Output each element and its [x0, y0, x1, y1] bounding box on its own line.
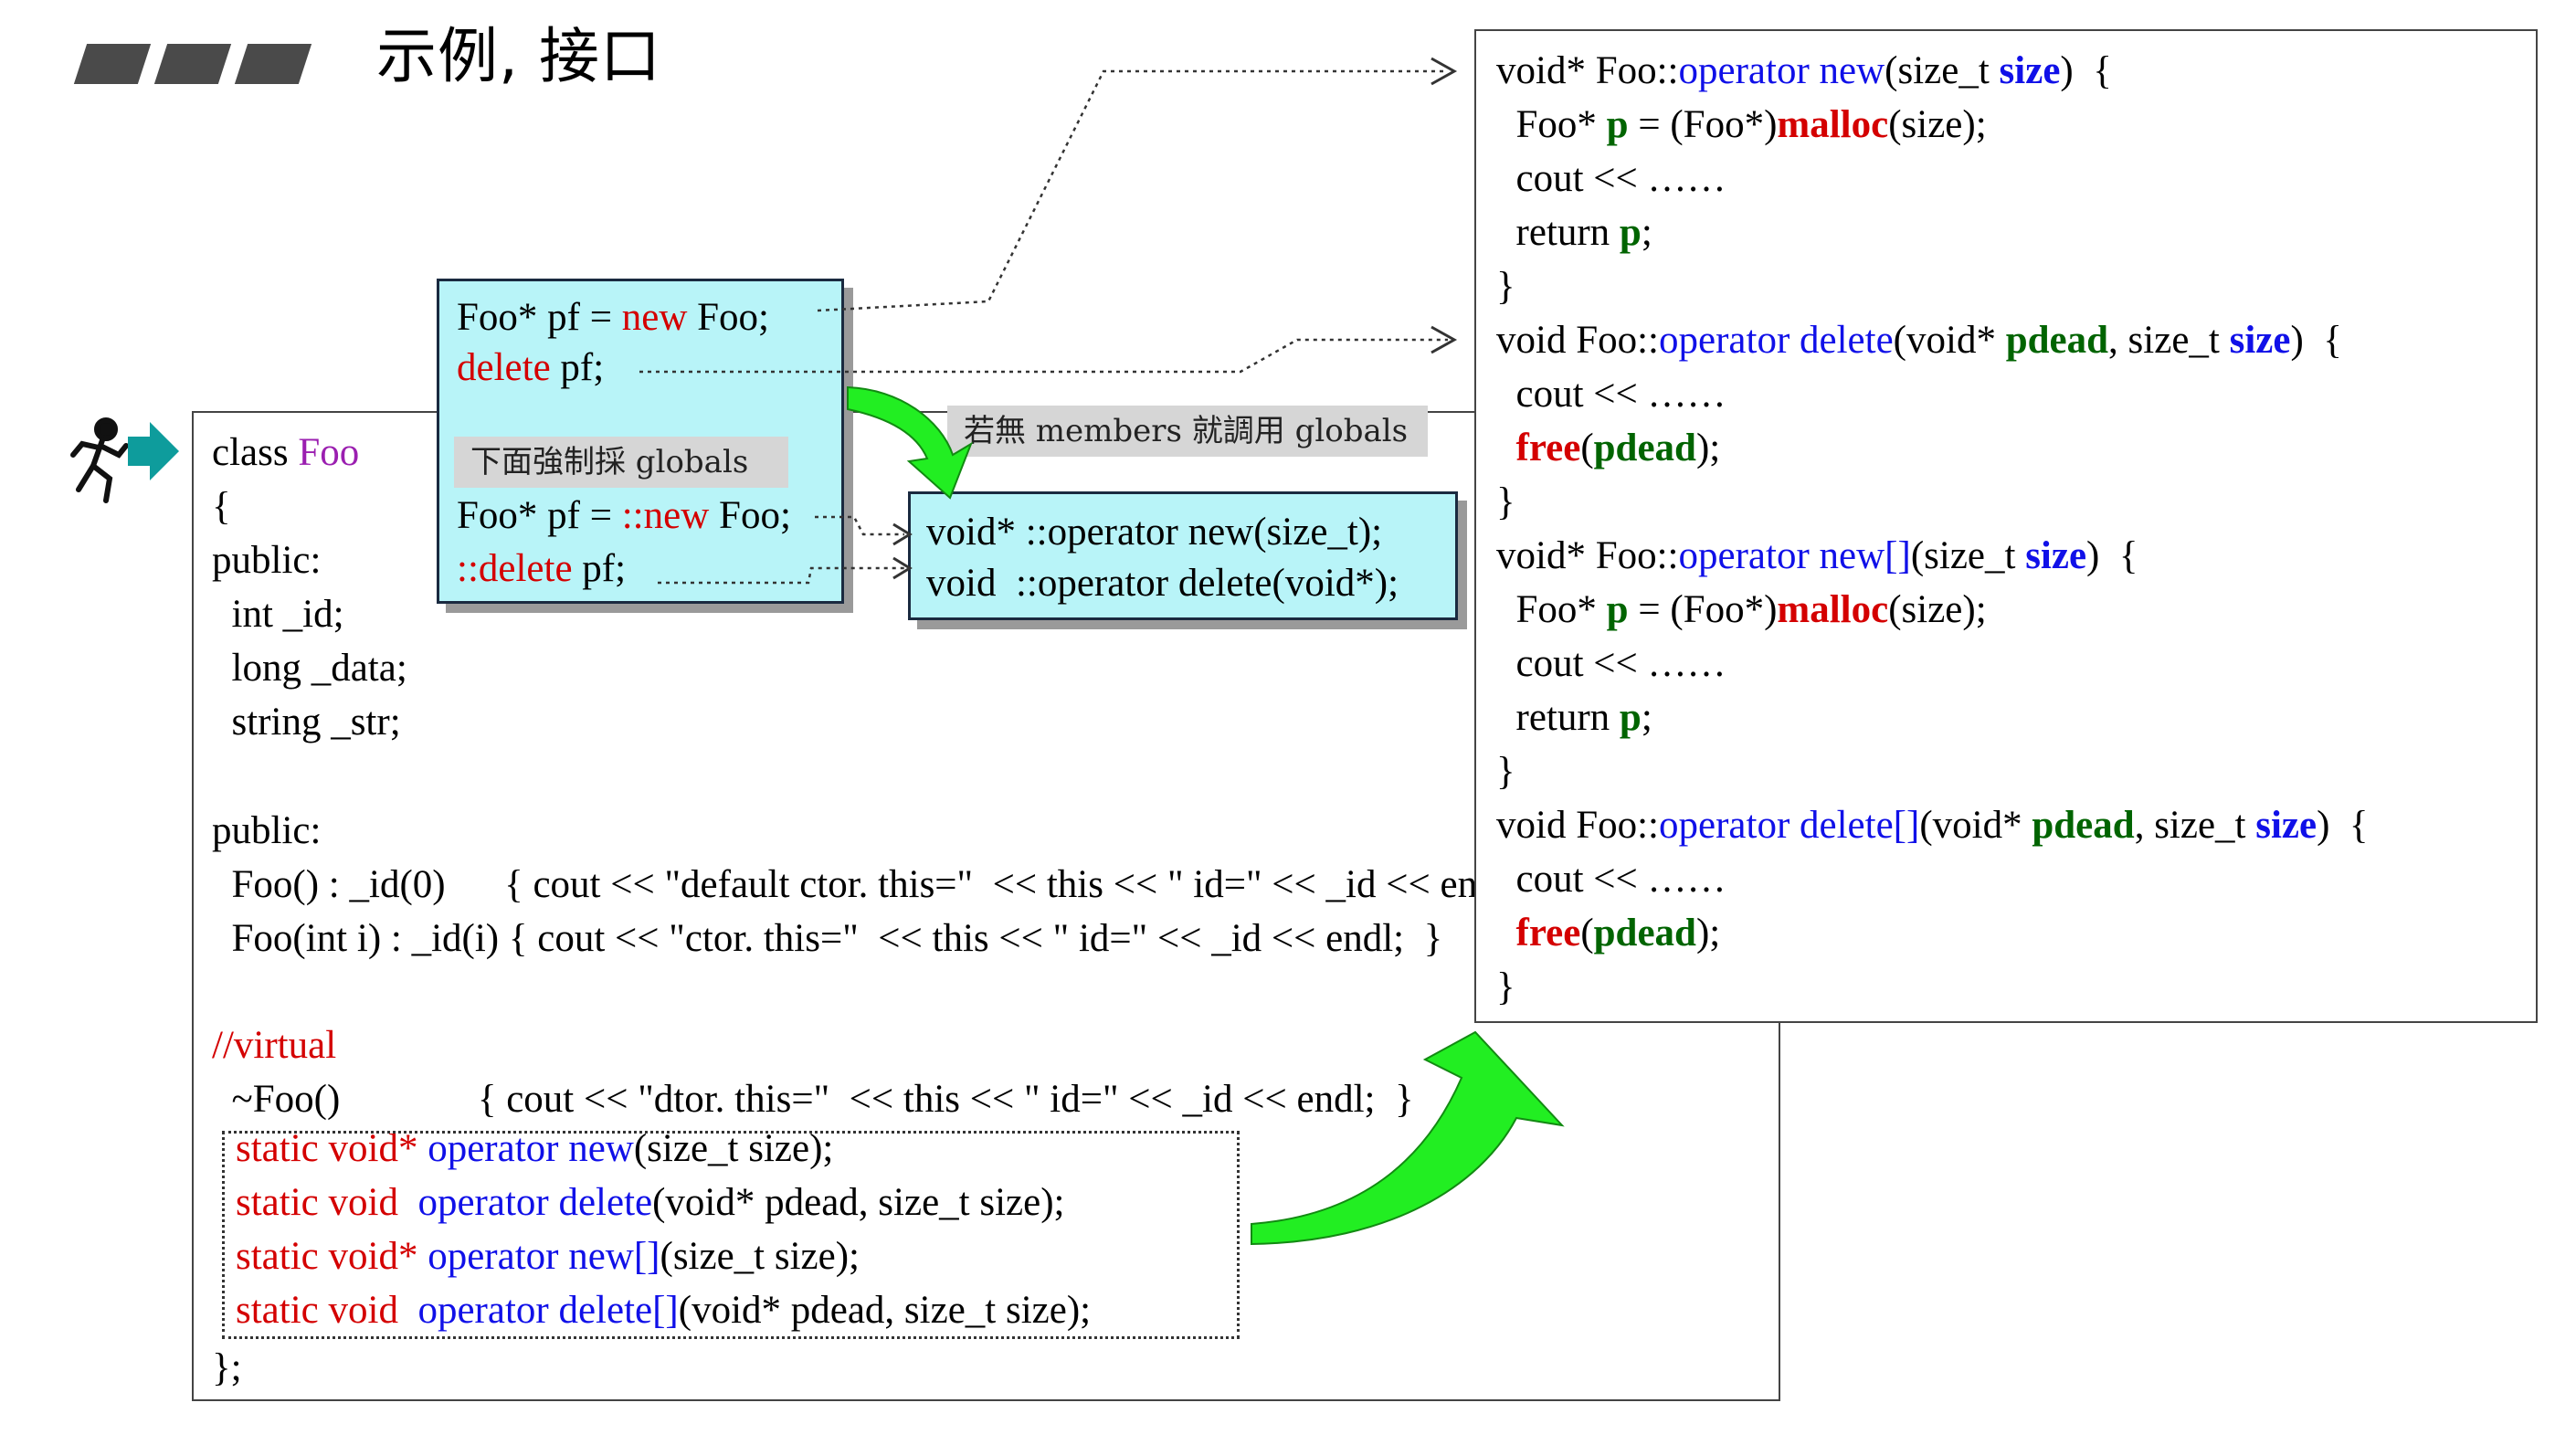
- class-line-dtor: ~Foo() { cout << "dtor. this=" << this <…: [212, 1078, 1414, 1121]
- impl-deletearr-1: void Foo::operator delete[](void* pdead,…: [1496, 804, 2369, 847]
- static-operators-box: [222, 1131, 1240, 1339]
- global-line-1: void* ::operator new(size_t);: [926, 511, 1383, 554]
- class-line-8: Foo() : _id(0) { cout << "default ctor. …: [212, 863, 1557, 906]
- class-line-9: Foo(int i) : _id(i) { cout << "ctor. thi…: [212, 917, 1443, 960]
- impl-delete-2: cout << ……: [1496, 373, 1726, 416]
- class-name: Foo: [298, 431, 360, 474]
- usage-line-2: delete pf;: [457, 346, 605, 389]
- class-line-1: class Foo: [212, 431, 360, 474]
- impl-newarr-1: void* Foo::operator new[](size_t size) {: [1496, 534, 2138, 577]
- teal-right-arrow-icon: [128, 422, 179, 480]
- impl-delete-1: void Foo::operator delete(void* pdead, s…: [1496, 319, 2342, 362]
- class-line-2: {: [212, 485, 231, 528]
- impl-delete-3: free(pdead);: [1515, 427, 1721, 469]
- impl-delete-4: }: [1496, 480, 1515, 523]
- impl-new-4: return p;: [1496, 211, 1652, 254]
- force-globals-label: 下面強制採 globals: [454, 437, 788, 488]
- static-decl-2: static void operator delete(void* pdead,…: [236, 1181, 1065, 1224]
- class-line-virtual: //virtual: [212, 1024, 337, 1067]
- impl-new-1: void* Foo::operator new(size_t size) {: [1496, 49, 2112, 92]
- class-line-3: public:: [212, 539, 322, 582]
- usage-line-4: ::delete pf;: [457, 547, 627, 590]
- arrowhead-2: [1431, 325, 1458, 354]
- static-decl-1: static void* operator new(size_t size);: [236, 1127, 834, 1170]
- class-line-6: string _str;: [212, 701, 401, 744]
- impl-deletearr-2: cout << ……: [1496, 858, 1726, 901]
- arrowhead-1: [1431, 57, 1458, 86]
- impl-deletearr-3: free(pdead);: [1515, 912, 1721, 955]
- class-line-4: int _id;: [212, 593, 344, 636]
- class-line-5: long _data;: [212, 647, 407, 690]
- static-decl-4: static void operator delete[](void* pdea…: [236, 1289, 1092, 1332]
- impl-newarr-4: return p;: [1496, 696, 1652, 739]
- global-operators-box: [908, 491, 1458, 620]
- class-line-end: };: [212, 1346, 242, 1389]
- fallback-globals-label: 若無 members 就調用 globals: [947, 406, 1428, 457]
- impl-newarr-3: cout << ……: [1496, 642, 1726, 685]
- operator-impl-box: [1474, 29, 2538, 1023]
- impl-new-5: }: [1496, 265, 1515, 308]
- page-title: 示例, 接口: [376, 21, 661, 91]
- static-decl-3: static void* operator new[](size_t size)…: [236, 1235, 860, 1278]
- connector-new-to-impl: [817, 69, 1448, 312]
- usage-line-1: Foo* pf = new Foo;: [457, 296, 769, 339]
- global-line-2: void ::operator delete(void*);: [926, 562, 1399, 605]
- class-line-7: public:: [212, 809, 322, 852]
- impl-new-2: Foo* p = (Foo*)malloc(size);: [1496, 103, 1987, 146]
- impl-deletearr-4: }: [1496, 965, 1515, 1008]
- running-person-icon: [70, 417, 129, 503]
- impl-newarr-5: }: [1496, 750, 1515, 793]
- usage-line-3: Foo* pf = ::new Foo;: [457, 494, 791, 537]
- impl-newarr-2: Foo* p = (Foo*)malloc(size);: [1496, 588, 1987, 631]
- impl-new-3: cout << ……: [1496, 157, 1726, 200]
